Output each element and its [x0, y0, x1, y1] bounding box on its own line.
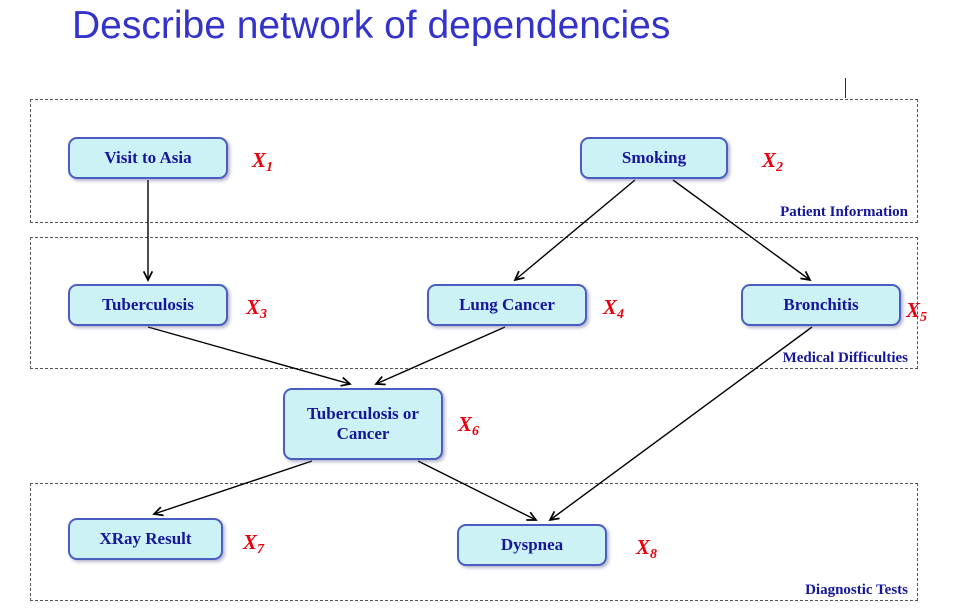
- var-subscript: 3: [260, 307, 268, 322]
- group-label-patient-information: Patient Information: [780, 204, 908, 220]
- var-label-x6: X6: [458, 412, 479, 440]
- var-base: X: [603, 295, 618, 319]
- node-xray-result: XRay Result: [68, 518, 223, 560]
- var-label-x7: X7: [243, 530, 264, 558]
- group-label-diagnostic-tests: Diagnostic Tests: [805, 582, 908, 598]
- node-label: Bronchitis: [783, 295, 859, 315]
- node-label: Tuberculosis: [102, 295, 194, 315]
- var-label-x4: X4: [603, 295, 624, 323]
- var-subscript: 4: [617, 307, 625, 322]
- var-subscript: 5: [920, 310, 928, 325]
- var-subscript: 8: [650, 547, 658, 562]
- node-smoking: Smoking: [580, 137, 728, 179]
- node-label: Dyspnea: [500, 535, 564, 555]
- var-label-x8: X8: [636, 535, 657, 563]
- var-subscript: 7: [257, 542, 265, 557]
- node-lung-cancer: Lung Cancer: [427, 284, 587, 326]
- var-label-x2: X2: [762, 148, 783, 176]
- var-label-x1: X1: [252, 148, 273, 176]
- group-patient-information: Patient Information: [30, 99, 918, 223]
- node-visit-to-asia: Visit to Asia: [68, 137, 228, 179]
- node-label: Smoking: [621, 148, 687, 168]
- node-label: Tuberculosis or Cancer: [307, 404, 419, 443]
- node-bronchitis: Bronchitis: [741, 284, 901, 326]
- tick-mark: [845, 78, 846, 98]
- node-tuberculosis-or-cancer: Tuberculosis or Cancer: [283, 388, 443, 460]
- node-tuberculosis: Tuberculosis: [68, 284, 228, 326]
- var-subscript: 1: [266, 160, 274, 175]
- var-base: X: [636, 535, 651, 559]
- page-title: Describe network of dependencies: [72, 4, 671, 47]
- group-label-medical-difficulties: Medical Difficulties: [782, 350, 908, 366]
- var-subscript: 2: [776, 160, 784, 175]
- node-label: Visit to Asia: [104, 148, 192, 168]
- node-label: Lung Cancer: [459, 295, 555, 315]
- var-base: X: [246, 295, 261, 319]
- var-base: X: [458, 412, 473, 436]
- var-subscript: 6: [472, 424, 480, 439]
- var-label-x5: X5: [906, 298, 927, 326]
- node-dyspnea: Dyspnea: [457, 524, 607, 566]
- var-base: X: [243, 530, 258, 554]
- var-base: X: [252, 148, 267, 172]
- node-label: XRay Result: [99, 529, 192, 549]
- var-label-x3: X3: [246, 295, 267, 323]
- var-base: X: [906, 298, 921, 322]
- var-base: X: [762, 148, 777, 172]
